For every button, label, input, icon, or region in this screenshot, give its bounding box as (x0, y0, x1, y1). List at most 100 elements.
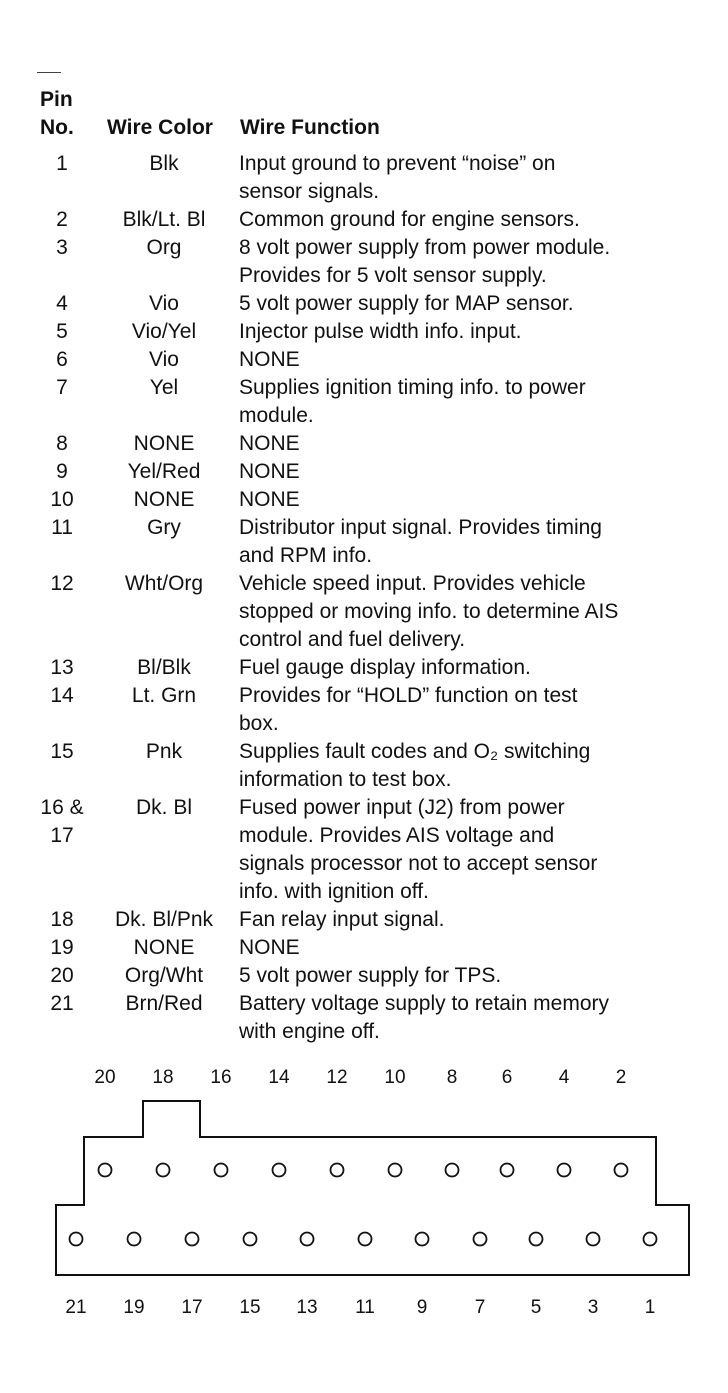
pin-number: 2 (56, 208, 68, 231)
wire-function-line: and RPM info. (239, 544, 373, 567)
wire-color: Lt. Grn (131, 684, 197, 707)
pin-hole (155, 1162, 171, 1178)
pin-hole (299, 1231, 315, 1247)
header-pin-line2: No. (40, 116, 74, 139)
pin-hole (499, 1162, 515, 1178)
wire-function-line: Vehicle speed input. Provides vehicle (239, 572, 586, 595)
wire-function-line: info. with ignition off. (239, 880, 429, 903)
wire-color: Bl/Blk (137, 656, 191, 679)
pin-number: 16 & 17 (40, 796, 84, 847)
wire-function-line: Injector pulse width info. input. (239, 320, 522, 343)
pin-number: 19 (50, 936, 74, 959)
wire-function: Common ground for engine sensors. (239, 206, 699, 234)
wire-function-line: Fused power input (J2) from power (239, 796, 565, 819)
pin-hole (528, 1231, 544, 1247)
pin-hole (68, 1231, 84, 1247)
wire-function-line: Supplies fault codes and O₂ switching (239, 740, 591, 763)
wire-color: Vio (149, 292, 179, 315)
pin-label: 1 (645, 1297, 656, 1318)
pin-number: 18 (50, 908, 74, 931)
pin-label: 9 (417, 1297, 428, 1318)
pin-label: 12 (326, 1067, 347, 1088)
pin-hole (585, 1231, 601, 1247)
pin-label: 8 (447, 1067, 458, 1088)
pin-hole (213, 1162, 229, 1178)
scan-mark (37, 72, 61, 73)
table-row: 13 Bl/Blk Fuel gauge display information. (0, 654, 728, 682)
wire-function-line: Input ground to prevent “noise” on (239, 152, 556, 175)
pin-number: 13 (50, 656, 74, 679)
wire-color: Vio/Yel (131, 320, 197, 343)
wire-function: 5 volt power supply for TPS. (239, 962, 699, 990)
wire-function: 5 volt power supply for MAP sensor. (239, 290, 699, 318)
wire-color: Org (146, 236, 182, 259)
wire-function-line: signals processor not to accept sensor (239, 852, 598, 875)
wire-function: Fuel gauge display information. (239, 654, 699, 682)
table-row: 8 NONE NONE (0, 430, 728, 458)
pin-hole (613, 1162, 629, 1178)
wire-function-line: control and fuel delivery. (239, 628, 466, 651)
wire-function-line: stopped or moving info. to determine AIS (239, 600, 619, 623)
wire-color: Blk (149, 152, 179, 175)
wire-color: Pnk (145, 740, 183, 763)
pin-number: 10 (50, 488, 74, 511)
wire-function: Battery voltage supply to retain memory w… (239, 990, 699, 1046)
wire-color: Blk/Lt. Bl (122, 208, 206, 231)
wire-color: Yel (149, 376, 179, 399)
pin-number: 21 (50, 992, 74, 1015)
wire-function: Vehicle speed input. Provides vehicle sto… (239, 570, 699, 654)
wire-function-line: Distributor input signal. Provides timin… (239, 516, 602, 539)
wire-color: NONE (133, 432, 195, 455)
pin-number: 7 (56, 376, 68, 399)
header-wire-color: Wire Color (107, 116, 213, 139)
wire-color: Gry (147, 516, 181, 539)
pin-number: 14 (50, 684, 74, 707)
wire-function: NONE (239, 458, 699, 486)
wire-function-line: Fan relay input signal. (239, 908, 445, 931)
wire-function: Fan relay input signal. (239, 906, 699, 934)
wire-color: NONE (133, 936, 195, 959)
wire-function: Supplies fault codes and O₂ switching inf… (239, 738, 699, 794)
pin-hole (387, 1162, 403, 1178)
wire-function-line: with engine off. (239, 1020, 380, 1043)
wire-color: Brn/Red (125, 992, 203, 1015)
pin-label: 11 (355, 1297, 375, 1318)
table-row: 4 Vio 5 volt power supply for MAP sensor. (0, 290, 728, 318)
wire-function: Injector pulse width info. input. (239, 318, 699, 346)
pin-label: 2 (616, 1067, 627, 1088)
wire-function-line: box. (239, 712, 279, 735)
pin-number: 6 (56, 348, 68, 371)
wire-color: Wht/Org (124, 572, 204, 595)
pin-label: 20 (94, 1067, 115, 1088)
pin-number: 20 (50, 964, 74, 987)
wire-function-line: sensor signals. (239, 180, 380, 203)
pin-number: 8 (56, 432, 68, 455)
pin-hole (97, 1162, 113, 1178)
wire-function-line: module. Provides AIS voltage and (239, 824, 555, 847)
wire-function: NONE (239, 486, 699, 514)
pin-label: 10 (384, 1067, 405, 1088)
pin-number: 4 (56, 292, 68, 315)
wire-function-line: NONE (239, 432, 300, 455)
pin-label: 14 (268, 1067, 290, 1088)
wire-function-line: Battery voltage supply to retain memory (239, 992, 610, 1015)
pin-number: 11 (51, 516, 73, 539)
wire-function: NONE (239, 346, 699, 374)
pin-label: 16 (210, 1067, 231, 1088)
table-row: 11 Gry Distributor input signal. Provides … (0, 514, 728, 570)
pin-label: 19 (123, 1297, 144, 1318)
pin-hole (329, 1162, 345, 1178)
table-row: 7 Yel Supplies ignition timing info. to po… (0, 374, 728, 430)
wire-function-line: information to test box. (239, 768, 452, 791)
